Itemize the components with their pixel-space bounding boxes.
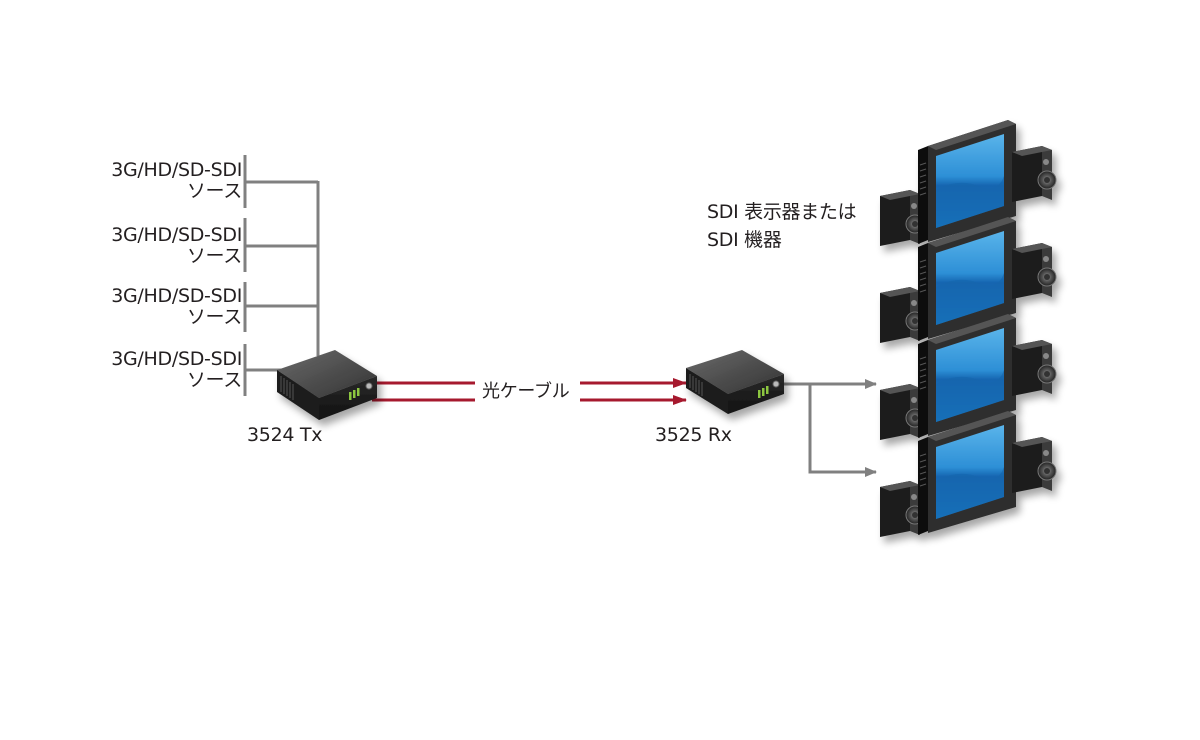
display-label: SDI 表示器または SDI 機器: [707, 198, 857, 254]
speaker-left-icon: [880, 384, 925, 440]
source-label-2-line1: 3G/HD/SD-SDI: [111, 224, 242, 246]
source-label-3: 3G/HD/SD-SDI ソース: [82, 286, 242, 328]
cable-label: 光ケーブル: [482, 381, 570, 402]
fiber-cables: [372, 378, 687, 405]
monitor-icon: [918, 217, 1016, 341]
monitor-icon: [918, 314, 1016, 438]
source-bus-lines: [243, 155, 320, 396]
speaker-right-icon: [1012, 340, 1057, 396]
source-label-4-line2: ソース: [186, 369, 242, 391]
led-indicators-icon: [758, 386, 769, 398]
speaker-right-icon: [1012, 243, 1057, 299]
monitor-icon: [918, 120, 1016, 244]
source-label-2: 3G/HD/SD-SDI ソース: [82, 225, 242, 267]
display-label-line1: SDI 表示器または: [707, 201, 857, 223]
fiber-port-icon: [772, 380, 780, 388]
display-unit: [880, 314, 1057, 440]
source-label-4: 3G/HD/SD-SDI ソース: [82, 349, 242, 391]
speaker-right-icon: [1012, 437, 1057, 493]
source-label-1-line1: 3G/HD/SD-SDI: [111, 159, 242, 181]
source-label-4-line1: 3G/HD/SD-SDI: [111, 348, 242, 370]
transmitter-device: [277, 350, 377, 420]
receiver-device: [686, 350, 784, 414]
display-unit: [880, 120, 1057, 246]
source-label-2-line2: ソース: [186, 245, 242, 267]
speaker-left-icon: [880, 481, 925, 537]
display-label-line2: SDI 機器: [707, 229, 782, 251]
display-stack: [880, 120, 1057, 537]
receiver-outputs: [782, 379, 877, 477]
source-label-1: 3G/HD/SD-SDI ソース: [82, 160, 242, 202]
receiver-label: 3525 Rx: [655, 424, 732, 446]
display-unit: [880, 411, 1057, 537]
speaker-left-icon: [880, 190, 925, 246]
speaker-left-icon: [880, 287, 925, 343]
fiber-port-icon: [365, 382, 373, 390]
source-label-3-line1: 3G/HD/SD-SDI: [111, 285, 242, 307]
display-unit: [880, 217, 1057, 343]
led-indicators-icon: [349, 388, 360, 400]
output-line-2: [808, 384, 877, 477]
speaker-right-icon: [1012, 146, 1057, 202]
transmitter-label: 3524 Tx: [247, 424, 323, 446]
source-label-3-line2: ソース: [186, 306, 242, 328]
source-label-1-line2: ソース: [186, 180, 242, 202]
monitor-icon: [918, 411, 1016, 535]
